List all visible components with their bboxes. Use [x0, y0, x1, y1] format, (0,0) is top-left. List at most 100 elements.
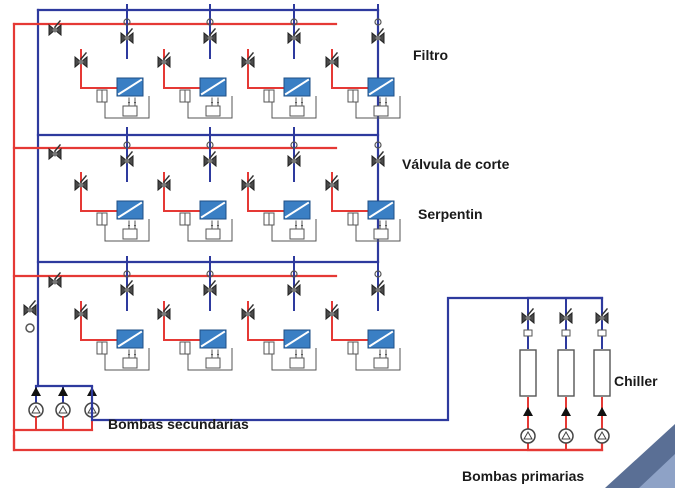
- coil-diagonal: [200, 201, 226, 219]
- branch-balancing-valve: [48, 271, 62, 289]
- primary-supply-pipe: [12, 430, 604, 452]
- valve-handle: [292, 27, 301, 37]
- valve-handle: [79, 303, 88, 313]
- shutoff-valve: [241, 174, 255, 192]
- coil-diagonal: [200, 330, 226, 348]
- shutoff-valve: [74, 303, 88, 321]
- chiller: [557, 349, 575, 397]
- flow-arrow: [128, 102, 130, 104]
- condensate-drain-line: [355, 96, 401, 119]
- corner-decoration-highlight: [639, 454, 675, 488]
- flow-arrow: [295, 225, 297, 227]
- strainer-icon: [123, 141, 131, 149]
- valve-handle: [125, 150, 134, 160]
- flow-arrow: [379, 102, 381, 104]
- pump-impeller: [523, 430, 533, 440]
- valve-handle: [246, 174, 255, 184]
- chiller-isolation-valve: [521, 307, 535, 325]
- flow-arrow: [301, 102, 303, 104]
- coil-diagonal: [368, 78, 394, 96]
- strainer-icon: [123, 270, 131, 278]
- valve-handle: [208, 279, 217, 289]
- valve-handle: [526, 307, 535, 317]
- branch-headers: [12, 260, 380, 289]
- coil-unit: [74, 127, 150, 242]
- condensate-drain-line: [104, 96, 150, 119]
- strainer-icon: [290, 270, 298, 278]
- valve-handle: [79, 51, 88, 61]
- valve-stem: [207, 35, 213, 41]
- check-valve: [58, 387, 68, 396]
- coil-unit: [157, 127, 233, 242]
- valve-stem: [291, 158, 297, 164]
- shutoff-valve: [241, 51, 255, 69]
- flow-arrow: [211, 354, 213, 356]
- coil-diagonal: [368, 201, 394, 219]
- valve-stem: [291, 287, 297, 293]
- flow-arrow: [295, 354, 297, 356]
- valve-stem: [52, 279, 58, 285]
- coil-unit: [241, 127, 317, 242]
- condensate-drain-line: [271, 348, 317, 371]
- coil-unit: [157, 256, 233, 371]
- control-valve: [287, 27, 301, 45]
- valve-stem: [375, 35, 381, 41]
- condensate-drain-line: [187, 96, 233, 119]
- pump-impeller: [597, 430, 607, 440]
- valve-handle: [28, 299, 37, 309]
- valve-stem: [52, 27, 58, 33]
- flow-arrow: [211, 225, 213, 227]
- valve-handle: [125, 27, 134, 37]
- bypass-valve: [23, 299, 37, 317]
- strainer-icon: [374, 18, 382, 26]
- branch-balancing-valve: [48, 19, 62, 37]
- shutoff-valve-label: Válvula de corte: [402, 156, 510, 172]
- secondary-pump: [28, 402, 44, 418]
- condensate-drain-line: [355, 348, 401, 371]
- valve-stem: [27, 307, 33, 313]
- primary-pump: [558, 428, 574, 444]
- valve-stem: [375, 287, 381, 293]
- fan-section: [289, 105, 305, 117]
- chiller-label: Chiller: [614, 373, 658, 389]
- shutoff-valve: [157, 174, 171, 192]
- fan-section: [373, 105, 389, 117]
- valve-stem: [161, 311, 167, 317]
- control-valve: [287, 150, 301, 168]
- strainer-icon: [290, 18, 298, 26]
- valve-stem: [207, 158, 213, 164]
- control-valve: [120, 279, 134, 297]
- bypass-strainer: [25, 323, 35, 333]
- control-valve: [120, 27, 134, 45]
- flow-arrow: [134, 225, 136, 227]
- fan-section: [373, 228, 389, 240]
- control-valve: [203, 279, 217, 297]
- valve-handle: [376, 27, 385, 37]
- valve-stem: [329, 311, 335, 317]
- valve-stem: [245, 311, 251, 317]
- valve-handle: [246, 51, 255, 61]
- filter-label: Filtro: [413, 47, 448, 63]
- strainer-icon: [290, 141, 298, 149]
- coil-unit: [325, 127, 401, 242]
- shutoff-valve: [241, 303, 255, 321]
- valve-handle: [376, 150, 385, 160]
- chiller-isolation-valve: [559, 307, 573, 325]
- coil-diagonal: [117, 330, 143, 348]
- valve-stem: [124, 287, 130, 293]
- coil-label: Serpentin: [418, 206, 483, 222]
- coil-diagonal: [117, 78, 143, 96]
- control-valve: [371, 279, 385, 297]
- flow-arrow: [301, 354, 303, 356]
- valve-handle: [162, 174, 171, 184]
- flow-arrow: [211, 102, 213, 104]
- chiller-strainer: [597, 329, 607, 337]
- coil-diagonal: [284, 78, 310, 96]
- coil-diagonal: [200, 78, 226, 96]
- valve-handle: [79, 174, 88, 184]
- fan-section: [205, 357, 221, 369]
- check-valve: [597, 407, 607, 416]
- coil-unit: [157, 4, 233, 119]
- valve-handle: [564, 307, 573, 317]
